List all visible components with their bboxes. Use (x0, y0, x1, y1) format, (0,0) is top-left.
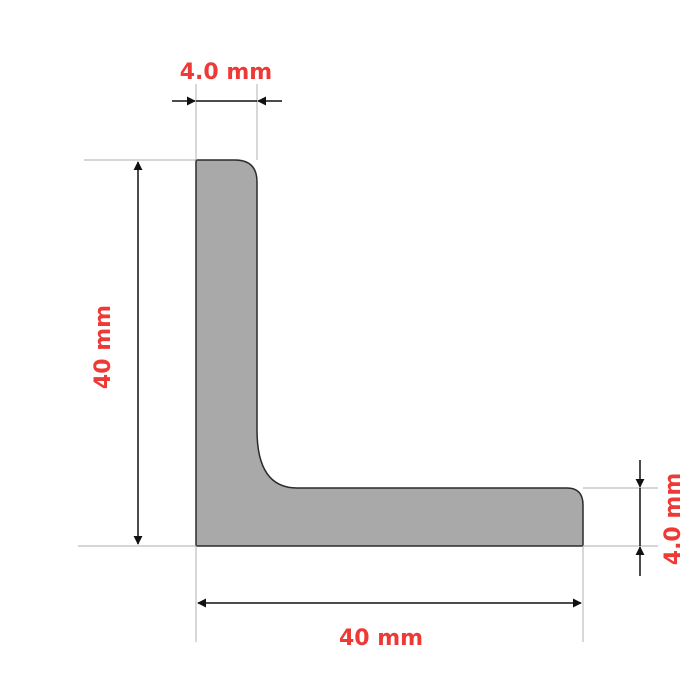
label-bottom-width: 40 mm (339, 626, 423, 651)
label-left-height: 40 mm (91, 305, 116, 389)
angle-profile-shape (195, 159, 584, 547)
extension-lines (78, 84, 658, 642)
label-top-thickness: 4.0 mm (180, 60, 272, 85)
label-right-thickness: 4.0 mm (661, 473, 686, 565)
